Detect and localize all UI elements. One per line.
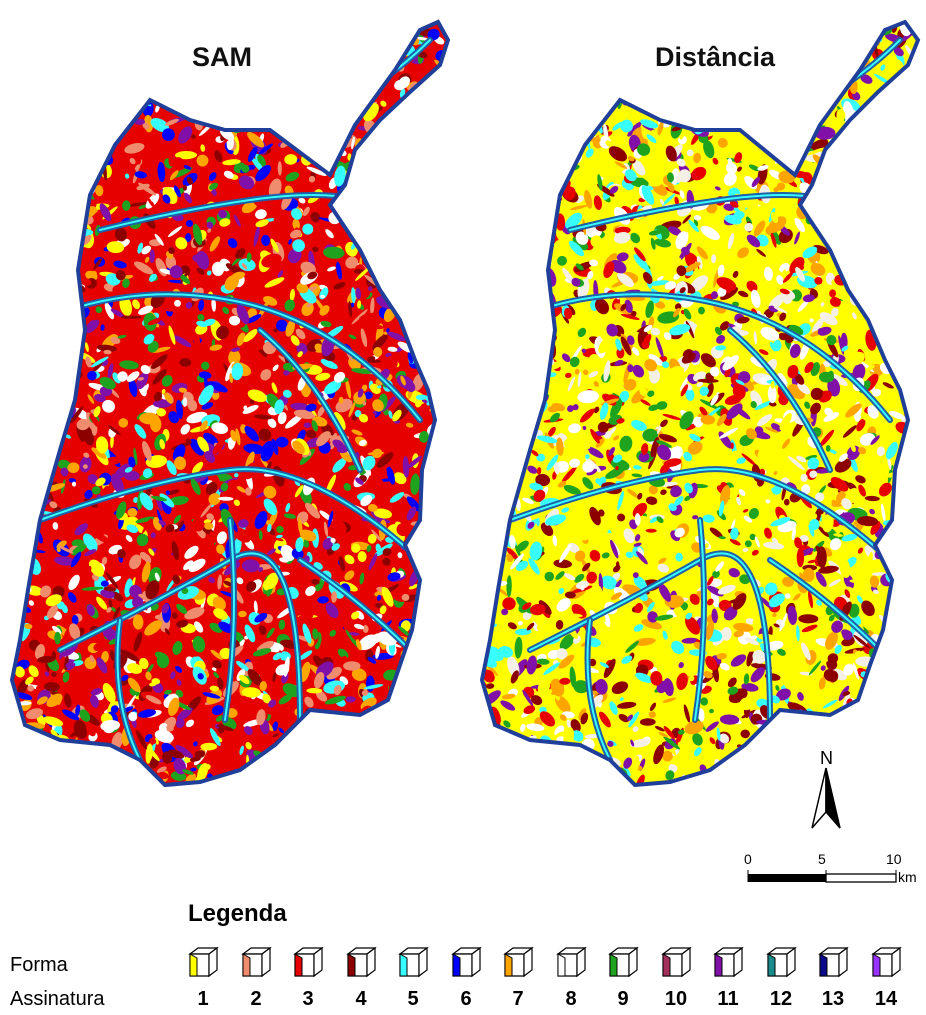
north-arrow-icon [811,767,841,829]
legend-number-10: 10 [664,988,688,1010]
legend-number-7: 7 [512,988,524,1010]
legend-signature-label: Assinatura [10,988,105,1010]
legend-number-1: 1 [197,988,209,1010]
legend-number-12: 12 [769,988,793,1010]
scale-unit: km [898,869,917,885]
legend-cube-icon-7 [501,945,535,979]
scale-tick-10: 10 [886,851,902,867]
legend-number-14: 14 [874,988,898,1010]
legend-cube-icon-14 [869,945,903,979]
legend-number-9: 9 [617,988,629,1010]
north-label: N [820,748,833,768]
legend-cube-icon-3 [291,945,325,979]
legend-cube-icon-5 [396,945,430,979]
legend-cube-icon-11 [711,945,745,979]
legend-cube-icon-2 [239,945,273,979]
scale-tick-5: 5 [818,851,826,867]
legend-cube-icon-4 [344,945,378,979]
legend-title: Legenda [188,900,287,927]
legend-number-3: 3 [302,988,314,1010]
sam-map-title: SAM [192,42,252,72]
legend-number-13: 13 [821,988,845,1010]
legend-cube-icon-8 [554,945,588,979]
legend-cube-icon-13 [816,945,850,979]
scale-tick-0: 0 [744,851,752,867]
legend-shape-label: Forma [10,954,68,976]
legend-cube-icon-9 [606,945,640,979]
legend-number-4: 4 [355,988,367,1010]
legend-number-6: 6 [460,988,472,1010]
legend-cube-icon-10 [659,945,693,979]
legend-number-2: 2 [250,988,262,1010]
scale-bar [747,870,897,883]
legend-number-11: 11 [717,988,739,1010]
legend-cube-icon-12 [764,945,798,979]
distance-map-title: Distância [655,42,776,72]
legend-cube-icon-1 [186,945,220,979]
legend-number-5: 5 [407,988,419,1010]
legend-cube-icon-6 [449,945,483,979]
legend-number-8: 8 [565,988,577,1010]
